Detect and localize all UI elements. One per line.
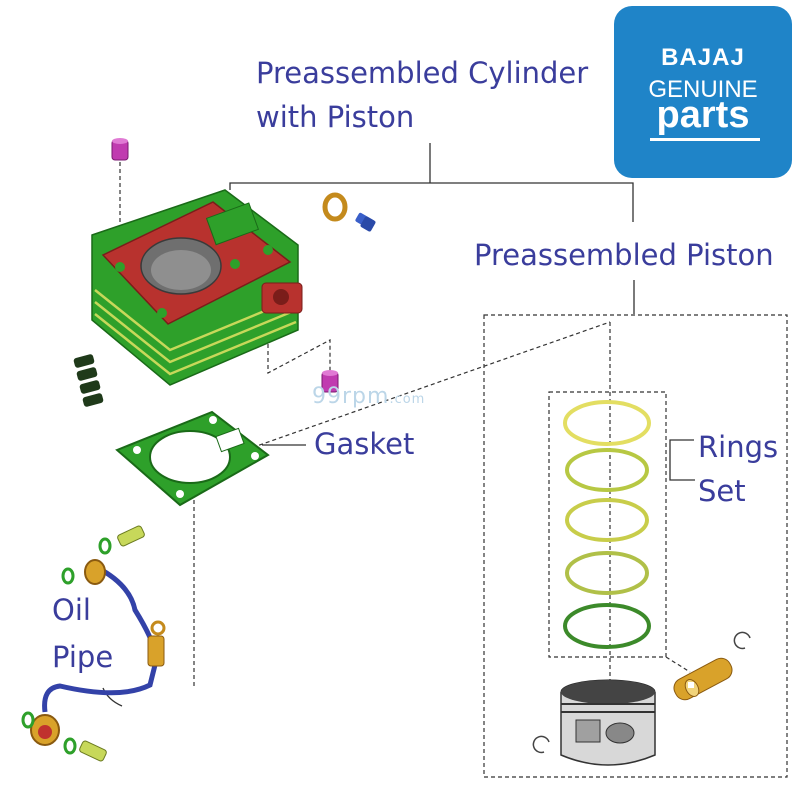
ring-2 bbox=[565, 448, 649, 492]
label-preassembled-piston: Preassembled Piston bbox=[474, 238, 774, 272]
label-cylinder-line1: Preassembled Cylinder bbox=[256, 56, 589, 90]
banjo-bolt-bottom bbox=[79, 740, 107, 762]
logo-underline bbox=[650, 138, 760, 141]
leader-lines bbox=[102, 143, 695, 707]
dowel-pin-top bbox=[111, 138, 129, 161]
banjo-bolt-top bbox=[117, 525, 145, 547]
logo-brand: BAJAJ bbox=[661, 44, 745, 71]
circlip-left bbox=[532, 735, 550, 754]
logo-parts: parts bbox=[656, 94, 750, 136]
label-cylinder-line2: with Piston bbox=[256, 100, 415, 134]
cylinder-gasket bbox=[115, 410, 270, 507]
piston-rings-set bbox=[563, 400, 651, 649]
dowel-pin-right bbox=[321, 370, 339, 393]
stacked-washers bbox=[73, 354, 104, 407]
oil-pipe-assembly bbox=[21, 525, 166, 762]
cylinder-to-piston-guide bbox=[193, 321, 611, 686]
label-rings-line1: Rings bbox=[698, 430, 779, 464]
watermark-main: 99rpm bbox=[312, 384, 390, 409]
label-gasket: Gasket bbox=[314, 427, 415, 461]
ring-3 bbox=[565, 498, 649, 542]
label-oil-line2: Pipe bbox=[52, 640, 114, 674]
bajaj-genuine-parts-logo: BAJAJ GENUINE parts bbox=[614, 6, 792, 178]
dowel-guide-right bbox=[267, 330, 331, 374]
piston-pin bbox=[673, 657, 733, 701]
cylinder-block bbox=[91, 189, 303, 386]
blue-bolt bbox=[355, 212, 376, 232]
cylinder-bracket-line bbox=[229, 182, 634, 222]
logo-genuine: GENUINE bbox=[648, 76, 758, 103]
label-oil-line1: Oil bbox=[52, 593, 91, 627]
copper-washer bbox=[322, 192, 348, 222]
rings-box bbox=[548, 391, 667, 658]
circlip-right bbox=[733, 631, 751, 650]
rings-bracket bbox=[669, 439, 695, 481]
watermark: 99rpm.com bbox=[312, 384, 425, 409]
watermark-suffix: .com bbox=[389, 392, 426, 407]
piston-assembly-box bbox=[483, 314, 788, 778]
ring-4 bbox=[565, 551, 649, 595]
piston bbox=[560, 679, 656, 766]
oil-pipe-leader bbox=[102, 687, 123, 707]
pin-guide bbox=[665, 656, 691, 673]
ring-5 bbox=[563, 603, 651, 649]
oil-pipe-bracket bbox=[147, 635, 165, 667]
ring-1 bbox=[563, 400, 651, 446]
label-rings-line2: Set bbox=[698, 474, 746, 508]
